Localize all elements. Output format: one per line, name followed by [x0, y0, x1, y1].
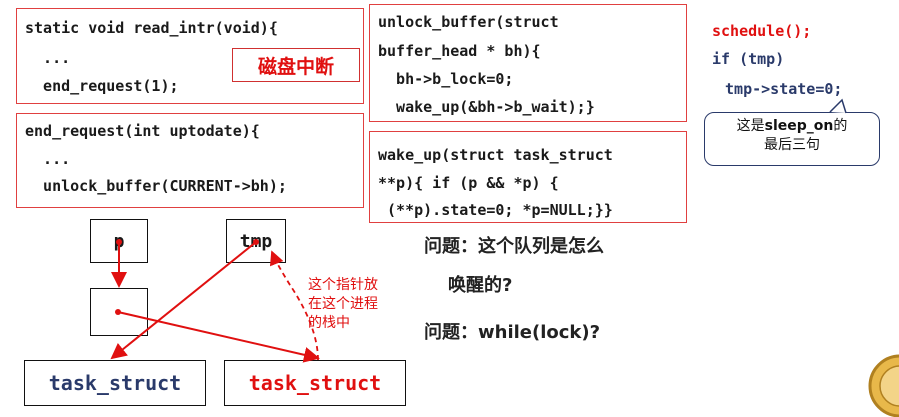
callout-keyword: sleep_on [764, 118, 834, 134]
stack-annotation: 这个指针放 在这个进程 的栈中 [308, 276, 378, 333]
question-2: 问题：while(lock)? [424, 322, 601, 343]
code-line: ... [25, 150, 71, 168]
callout-line2: 最后三句 [764, 137, 820, 153]
code-line: **p){ if (p && *p) { [378, 174, 559, 192]
code-line: unlock_buffer(struct [378, 13, 559, 31]
task-struct-left-label: task_struct [48, 371, 182, 395]
code-line: end_request(1); [25, 77, 179, 95]
annotation-line: 在这个进程 [308, 296, 378, 312]
question-1-line-1: 问题：这个队列是怎么 [424, 236, 604, 257]
disk-interrupt-label: 磁盘中断 [257, 55, 334, 78]
question-1-line-2: 唤醒的? [448, 275, 513, 296]
code-line: wake_up(struct task_struct [378, 146, 613, 164]
code-line: end_request(int uptodate){ [25, 122, 260, 140]
code-line: bh->b_lock=0; [378, 70, 514, 88]
dashed-stack-pointer [269, 250, 319, 361]
code-schedule: schedule(); [712, 22, 812, 40]
arrow-tmp-to-task-left [110, 241, 257, 360]
annotation-line: 这个指针放 [308, 277, 378, 293]
task-struct-left: task_struct [24, 360, 206, 406]
code-line: wake_up(&bh->b_wait);} [378, 98, 595, 116]
code-line: buffer_head * bh){ [378, 42, 541, 60]
code-line: static void read_intr(void){ [25, 19, 278, 37]
code-tmp-state: tmp->state=0; [716, 80, 843, 98]
disk-interrupt-tag: 磁盘中断 [232, 48, 360, 82]
code-if-tmp: if (tmp) [712, 50, 785, 68]
code-box-end-request: end_request(int uptodate){ ... unlock_bu… [16, 113, 364, 208]
arrow-queue-to-task-right [117, 311, 320, 363]
task-struct-right-label: task_struct [248, 371, 382, 395]
code-line: unlock_buffer(CURRENT->bh); [25, 177, 287, 195]
task-struct-right: task_struct [224, 360, 406, 406]
callout-prefix: 这是 [736, 118, 765, 134]
code-box-unlock-buffer: unlock_buffer(struct buffer_head * bh){ … [369, 4, 687, 122]
code-line: ... [25, 49, 71, 67]
sleep-on-callout: 这是sleep_on的 最后三句 [704, 112, 880, 166]
code-line: (**p).state=0; *p=NULL;}} [378, 201, 613, 219]
annotation-line: 的栈中 [308, 315, 350, 331]
callout-suffix: 的 [833, 118, 848, 134]
code-box-wake-up: wake_up(struct task_struct **p){ if (p &… [369, 131, 687, 223]
